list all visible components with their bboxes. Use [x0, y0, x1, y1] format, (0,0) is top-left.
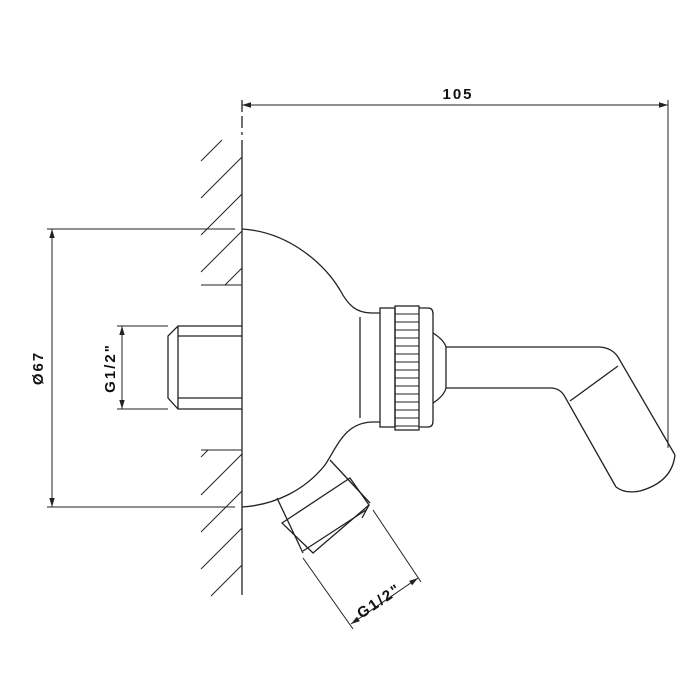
- outlet-thread-pipe: [276, 459, 371, 554]
- dimension-label-diameter: Ø67: [30, 351, 47, 385]
- swivel-nut: [379, 305, 447, 431]
- wall: [200, 100, 243, 597]
- dimension-label-outlet-thread: G1/2": [354, 580, 405, 622]
- dimension-label-105: 105: [442, 86, 473, 103]
- inlet-thread-pipe: [167, 325, 242, 410]
- dimension-label-inlet-thread: G1/2": [102, 343, 119, 393]
- dimension-inlet-thread: G1/2": [102, 325, 168, 410]
- wall-hatching: [200, 139, 243, 597]
- shower-arm: [446, 346, 676, 493]
- ball-joint-body: [241, 228, 380, 508]
- dimension-outlet-thread: G1/2": [302, 509, 422, 630]
- dimension-overall-length: 105: [242, 86, 669, 448]
- dimension-diameter: Ø67: [30, 228, 235, 508]
